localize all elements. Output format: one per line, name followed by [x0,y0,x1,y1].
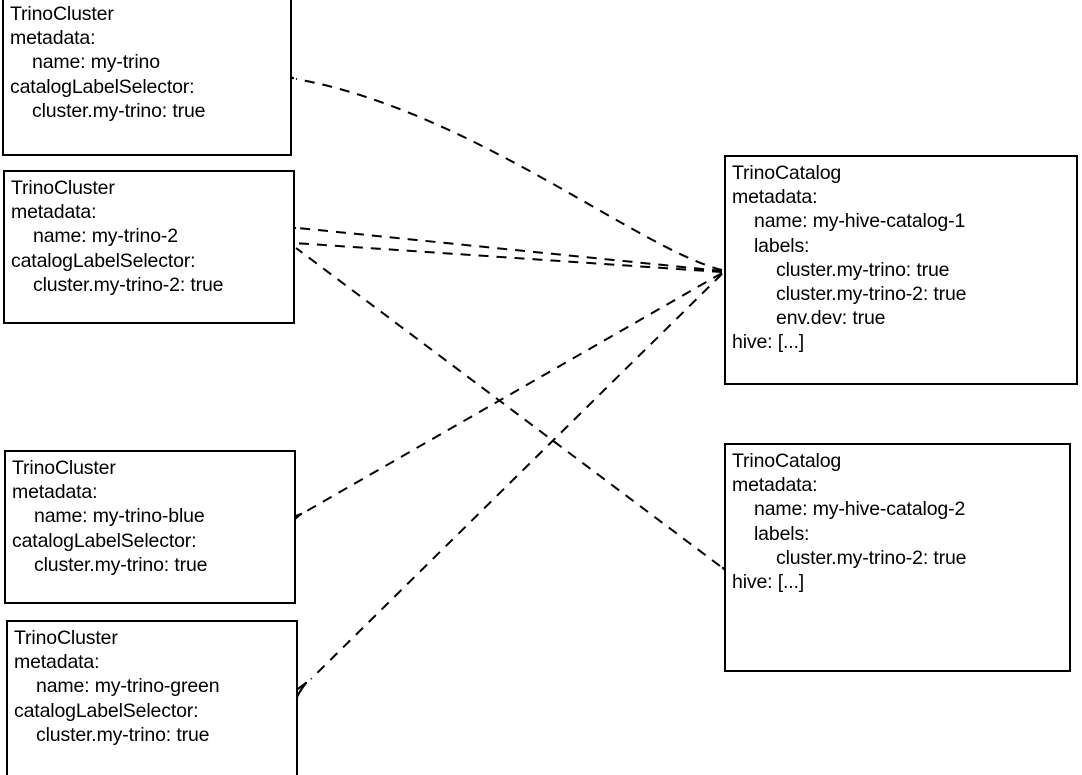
node-field-line: metadata: [12,481,98,504]
node-field-line: name: my-trino-green [36,675,220,698]
node-kind-label: TrinoCatalog [732,450,842,472]
node-field-line: cluster.my-trino-2: true [33,273,224,296]
node-field-line: name: my-hive-catalog-1 [754,210,966,233]
edge-edge-catalog1-to-my-trino [295,78,723,271]
node-field-line: name: my-trino-blue [34,505,205,528]
node-field-line: metadata: [10,27,96,50]
node-field-line: cluster.my-trino: true [32,99,206,122]
node-field-line: metadata: [11,201,97,224]
edge-edge-catalog1-to-my-trino-2-b [293,242,723,273]
node-kind-label: TrinoCatalog [732,162,842,184]
node-field-line: cluster.my-trino-2: true [776,546,967,569]
node-field-line: cluster.my-trino: true [36,723,210,746]
node-field-line: catalogLabelSelector: [11,249,196,272]
node-field-line: labels: [754,522,810,545]
edge-edge-catalog1-to-my-trino-2-a [297,227,723,272]
edge-edge-catalog2-to-my-trino-2 [295,247,721,567]
node-field-line: name: my-trino [32,51,160,74]
node-kind-label: TrinoCluster [11,177,115,199]
edge-edge-catalog1-to-my-trino-green [310,273,723,680]
node-field-line: cluster.my-trino-2: true [776,283,967,306]
edge-edge-catalog1-to-my-trino-blue [304,272,723,513]
node-field-line: catalogLabelSelector: [12,529,197,552]
node-field-line: hive: [...] [732,571,805,594]
node-field-line: cluster.my-trino: true [776,258,950,281]
node-field-line: name: my-hive-catalog-2 [754,498,966,521]
node-field-line: cluster.my-trino: true [34,553,208,576]
node-field-line: hive: [...] [732,331,805,354]
node-kind-label: TrinoCluster [10,3,114,25]
node-field-line: metadata: [732,474,818,497]
node-kind-label: TrinoCluster [14,627,118,649]
node-field-line: metadata: [14,651,100,674]
node-field-line: catalogLabelSelector: [14,699,199,722]
node-kind-label: TrinoCluster [12,457,116,479]
node-field-line: env.dev: true [776,307,886,330]
node-field-line: labels: [754,234,810,257]
node-field-line: metadata: [732,186,818,209]
node-field-line: name: my-trino-2 [33,225,178,248]
node-field-line: catalogLabelSelector: [10,75,195,98]
